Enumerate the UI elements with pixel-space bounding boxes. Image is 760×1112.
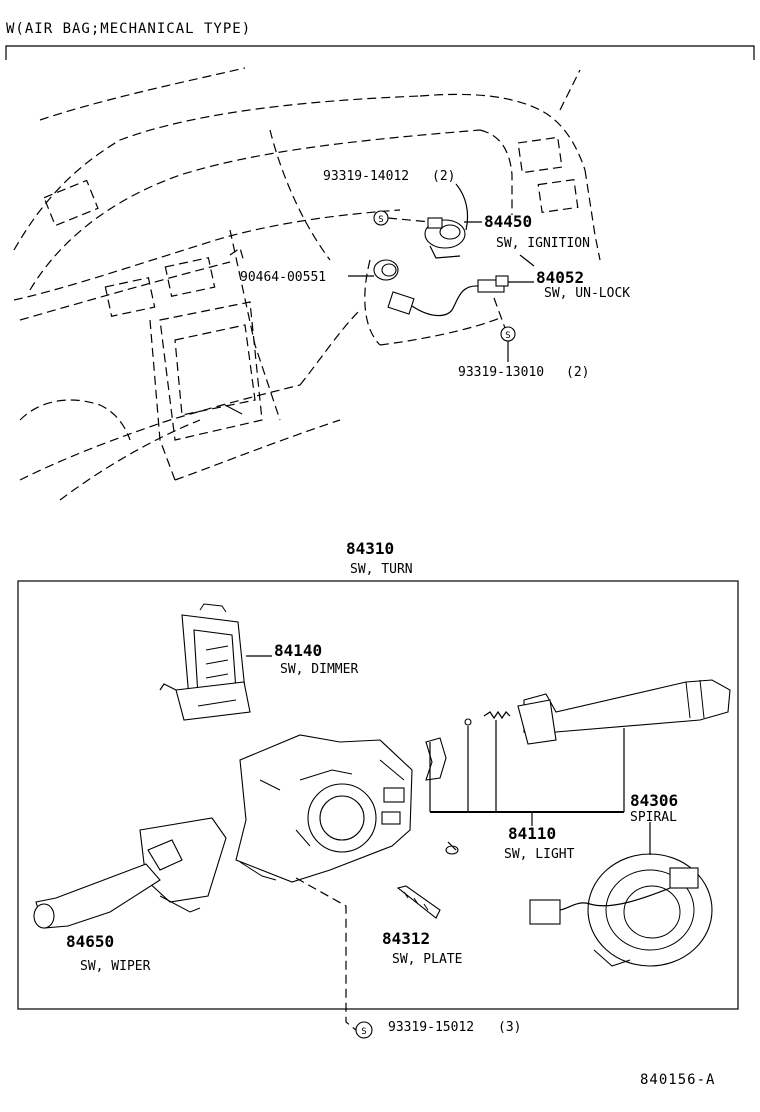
dashboard-illustration (13, 67, 601, 501)
dimmer-switch-part (159, 603, 251, 721)
fastener-icon-label: S (505, 331, 510, 341)
label-93319-14012: 93319-14012 (2) (323, 169, 455, 184)
clamp-part (373, 259, 399, 281)
svg-text:(3): (3) (498, 1020, 521, 1035)
light-switch-lever-part (517, 679, 731, 745)
part-number-84306: 84306 (630, 791, 678, 810)
svg-text:93319-13010: 93319-13010 (458, 365, 544, 380)
label-93319-13010: 93319-13010 (2) (458, 365, 589, 380)
diagram-title: W(AIR BAG;MECHANICAL TYPE) (6, 21, 251, 37)
svg-text:(2): (2) (432, 169, 455, 184)
unlock-switch-part (387, 275, 509, 317)
part-name-sw-ignition: SW, IGNITION (496, 236, 590, 251)
assembly-number: 84310 (346, 539, 394, 558)
part-number-84450: 84450 (484, 212, 532, 231)
part-number-90464-00551: 90464-00551 (240, 270, 326, 285)
part-name-sw-light: SW, LIGHT (504, 847, 575, 862)
svg-text:93319-15012: 93319-15012 (388, 1020, 474, 1035)
fastener-icon (355, 1021, 373, 1039)
part-number-84140: 84140 (274, 641, 322, 660)
part-number-84312: 84312 (382, 929, 430, 948)
wiper-switch-part (33, 817, 227, 929)
part-name-sw-wiper: SW, WIPER (80, 959, 151, 974)
part-name-sw-un-lock: SW, UN-LOCK (544, 286, 630, 301)
figure-id: 840156-A (640, 1072, 715, 1088)
turn-switch-body-part (235, 734, 413, 883)
part-name-sw-plate: SW, PLATE (392, 952, 462, 967)
part-number-84650: 84650 (66, 932, 114, 951)
assembly-name: SW, TURN (350, 562, 413, 577)
part-number-84052: 84052 (536, 268, 584, 287)
fastener-icon-label: S (361, 1027, 366, 1037)
svg-text:(2): (2) (566, 365, 589, 380)
assembly-frame (17, 580, 739, 1010)
part-number-84110: 84110 (508, 824, 556, 843)
label-93319-15012: 93319-15012 (3) (388, 1020, 521, 1035)
header-bracket (5, 45, 755, 60)
spiral-cable-part (529, 853, 713, 967)
plate-pin-part (396, 885, 441, 919)
part-name-spiral: SPIRAL (630, 810, 677, 825)
svg-text:93319-14012: 93319-14012 (323, 169, 409, 184)
light-switch-small-parts (425, 710, 511, 855)
part-name-sw-dimmer: SW, DIMMER (280, 662, 358, 677)
ignition-switch-part (424, 217, 466, 259)
fastener-icon-label: S (378, 215, 383, 225)
